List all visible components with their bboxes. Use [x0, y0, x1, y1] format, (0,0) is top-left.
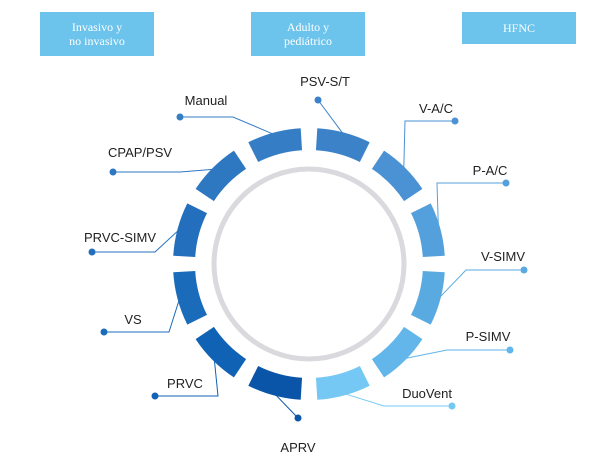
callout-dot — [451, 117, 459, 125]
mode-segment-prvc-simv — [173, 203, 207, 258]
callout-line — [403, 349, 510, 360]
mode-segment-p-a-c — [411, 203, 445, 258]
mode-label: V-A/C — [419, 101, 453, 116]
mode-segment-p-simv — [371, 326, 423, 378]
tag-hfnc: HFNC — [462, 12, 576, 44]
mode-label: VS — [124, 312, 142, 327]
callout-line — [113, 168, 215, 173]
tag-invasive-noninvasive: Invasivo y no invasivo — [40, 12, 154, 56]
mode-label: V-SIMV — [481, 249, 525, 264]
mode-label: PRVC — [167, 376, 203, 391]
callout-line — [343, 392, 452, 407]
mode-segment-aprv — [248, 366, 303, 400]
mode-label: PSV-S/T — [300, 74, 350, 89]
mode-segments — [173, 128, 445, 400]
mode-label: P-SIMV — [466, 329, 511, 344]
mode-label: CPAP/PSV — [108, 145, 172, 160]
callout-line — [155, 358, 219, 397]
tag-label: Adulto y pediátrico — [284, 20, 332, 48]
mode-label: APRV — [280, 440, 315, 455]
mode-label: Manual — [185, 93, 228, 108]
callout-line — [180, 116, 275, 136]
mode-label: DuoVent — [402, 386, 452, 401]
mode-segment-vs — [173, 270, 207, 325]
callout-dot — [520, 266, 528, 274]
mode-label: P-A/C — [473, 163, 508, 178]
inner-ring — [211, 166, 407, 362]
callout-dot — [506, 346, 514, 354]
callout-dot — [151, 392, 159, 400]
callout-dot — [88, 248, 96, 256]
callout-dot — [314, 96, 322, 104]
callout-dot — [109, 168, 117, 176]
callout-line — [438, 269, 524, 300]
tag-label: Invasivo y no invasivo — [69, 20, 125, 48]
callout-dot — [448, 402, 456, 410]
callout-line — [92, 228, 180, 253]
tag-adult-pediatric: Adulto y pediátrico — [251, 12, 365, 56]
mode-segment-manual — [248, 128, 303, 162]
mode-segment-cpap-psv — [195, 150, 247, 202]
tag-label: HFNC — [502, 21, 535, 35]
mode-segment-v-a-c — [371, 150, 423, 202]
mode-callouts: PSV-S/T V-A/C P-A/C V-SIMV P-SIMV DuoVentAPRV… — [84, 74, 528, 455]
callout-line — [436, 182, 506, 230]
callout-dot — [100, 328, 108, 336]
callout-line — [104, 298, 181, 333]
callout-dot — [294, 414, 302, 422]
callout-dot — [176, 113, 184, 121]
callout-line — [317, 99, 345, 135]
mode-segment-psv-s-t — [315, 128, 370, 162]
mode-segment-v-simv — [411, 270, 445, 325]
callout-line — [273, 393, 299, 419]
mode-segment-duovent — [315, 366, 370, 400]
mode-label: PRVC-SIMV — [84, 230, 156, 245]
mode-segment-prvc — [195, 326, 247, 378]
callout-line — [403, 120, 455, 170]
callout-dot — [502, 179, 510, 187]
